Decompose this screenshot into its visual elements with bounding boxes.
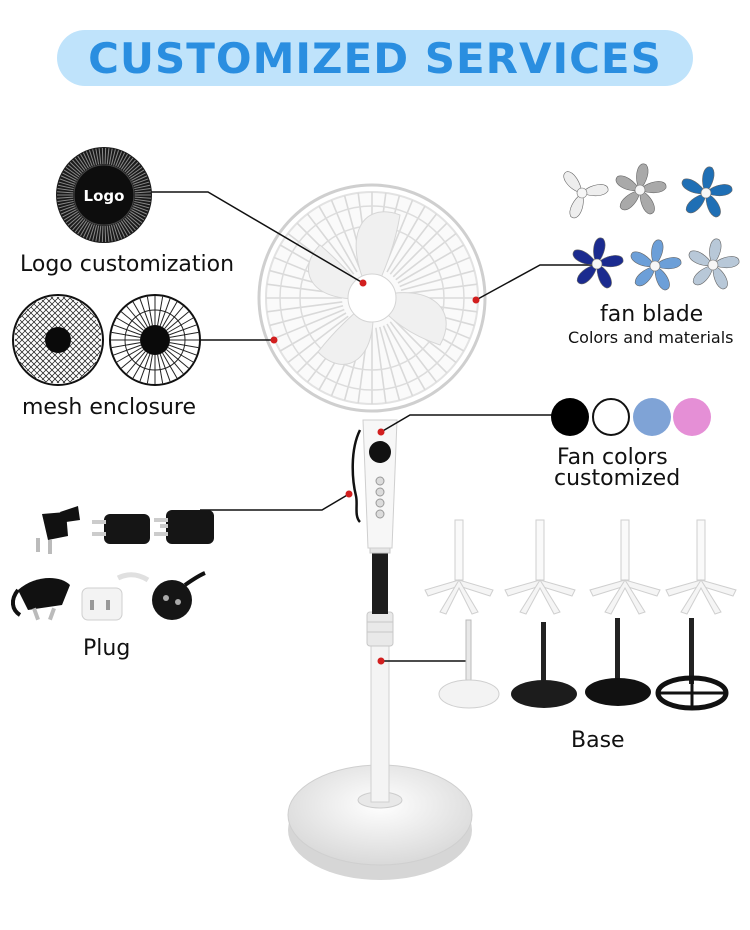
- fan-colors-label: Fan colors: [557, 445, 668, 470]
- fan-base: [287, 764, 473, 880]
- plug-us-3pin: [154, 510, 214, 544]
- color-swatch-pink: [673, 398, 711, 436]
- mesh-enclosure-label: mesh enclosure: [22, 395, 197, 420]
- page-title: CUSTOMIZED SERVICES: [88, 33, 662, 83]
- base-cross-white-4: [665, 519, 737, 615]
- blade-sample: [563, 171, 609, 219]
- blade-samples: [563, 163, 740, 291]
- logo-badge-text: Logo: [84, 187, 125, 205]
- fan-colors-sublabel: customized: [554, 466, 681, 491]
- plug-schuko: [152, 571, 206, 620]
- callout-markers: [270, 279, 480, 665]
- fan-blade-label: fan blade: [600, 302, 704, 327]
- plug-label: Plug: [83, 636, 131, 661]
- plug-us-2pin: [92, 514, 150, 544]
- color-swatch-blue: [633, 398, 671, 436]
- base-cross-white: [424, 519, 494, 615]
- logo-customization-label: Logo customization: [20, 252, 235, 277]
- blade-sample: [681, 166, 733, 218]
- logo-badge: [56, 147, 152, 243]
- base-round-black: [511, 622, 577, 708]
- base-round-white: [438, 619, 500, 709]
- color-swatch-white: [592, 398, 630, 436]
- base-label: Base: [571, 728, 625, 753]
- base-samples: [424, 519, 737, 711]
- blade-sample: [630, 239, 682, 291]
- plug-samples: [11, 506, 214, 621]
- plug-europlug: [36, 506, 80, 554]
- blade-sample: [615, 163, 667, 215]
- fan-pole: [366, 544, 394, 803]
- base-cross-white-3: [589, 519, 661, 615]
- plug-au: [11, 578, 70, 621]
- plug-uk: [81, 572, 150, 621]
- fan-control-body: [351, 419, 398, 549]
- blade-sample: [572, 237, 624, 289]
- header-banner: CUSTOMIZED SERVICES: [57, 30, 693, 86]
- blade-sample: [688, 238, 740, 290]
- mesh-enclosure-fine: [12, 294, 104, 386]
- mesh-enclosure-spoke: [109, 294, 201, 386]
- fan-head: [257, 183, 487, 413]
- base-cross-white-2: [504, 519, 576, 615]
- fan-blade-sublabel: Colors and materials: [568, 328, 734, 347]
- base-round-black-2: [585, 618, 651, 706]
- base-wheel-black: [655, 618, 729, 711]
- color-swatch-black: [551, 398, 589, 436]
